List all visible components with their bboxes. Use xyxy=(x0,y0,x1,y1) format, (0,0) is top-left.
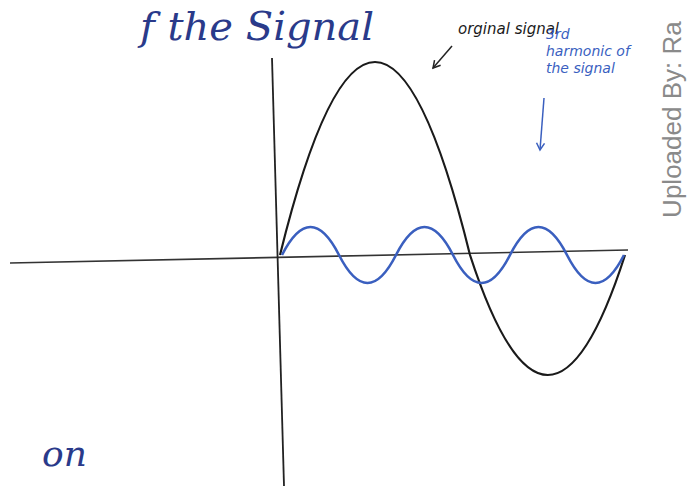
amplitude-axis xyxy=(272,58,284,486)
signal-label: orginal signal xyxy=(458,20,559,38)
heading-text: f the Signal xyxy=(140,2,374,50)
leader-arrow xyxy=(540,98,544,150)
third-harmonic-wave xyxy=(282,227,624,283)
original-signal-wave xyxy=(280,62,625,375)
leader-arrow xyxy=(433,46,452,68)
note-text: on xyxy=(42,432,87,475)
watermark: Uploaded By: Ra xyxy=(656,22,687,219)
harmonic-label: 3rd harmonic of the signal xyxy=(546,26,638,76)
time-axis xyxy=(10,250,628,263)
